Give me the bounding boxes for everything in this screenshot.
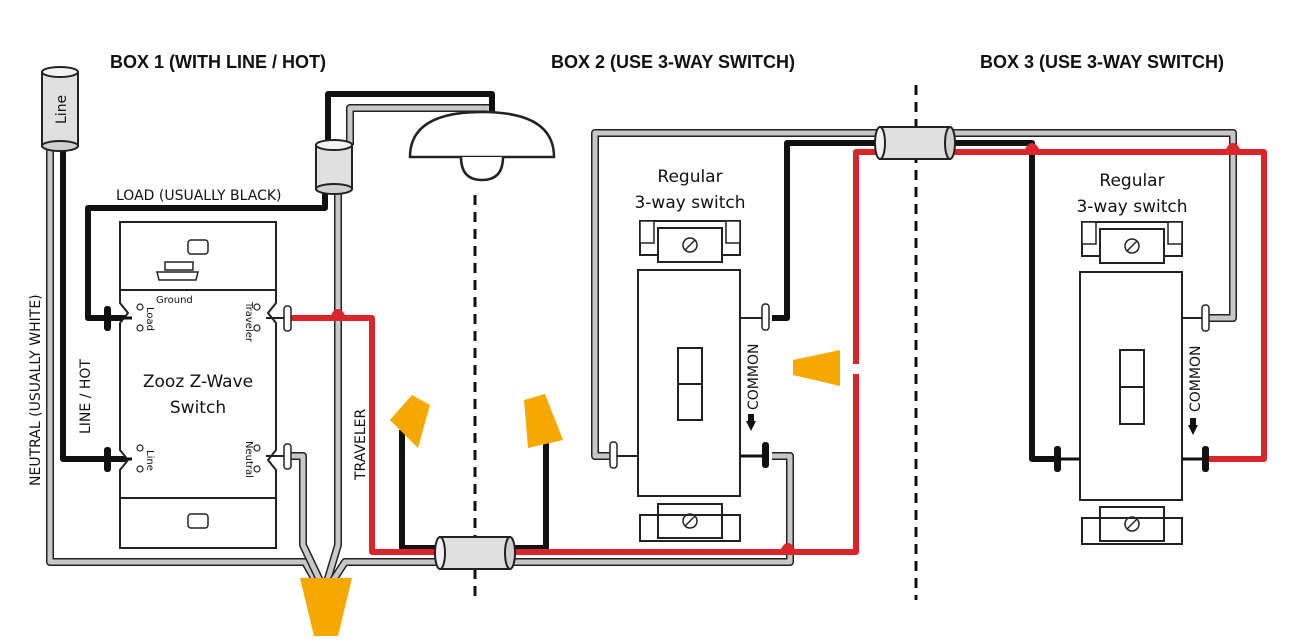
zooz-name-line2: Switch [170, 398, 226, 418]
neutral-wire-label: NEUTRAL (USUALLY WHITE) [28, 294, 44, 486]
screw-terminal-icon [104, 305, 292, 472]
wire-nut-icon-bottom [300, 578, 352, 636]
load-wire-label: LOAD (USUALLY BLACK) [116, 188, 282, 204]
box3-3way-switch [1054, 221, 1210, 545]
zooz-traveler-terminal-label: Traveler [243, 301, 254, 343]
box2-switch-label-line2: 3-way switch [634, 193, 745, 213]
traveler-wires [290, 143, 1267, 555]
zooz-neutral-terminal-label: Neutral [243, 441, 254, 478]
box3-common-label: COMMON [1188, 346, 1204, 412]
zooz-switch [119, 221, 277, 549]
line-cable-label: Line [54, 95, 70, 124]
line-hot-wire-label: LINE / HOT [78, 359, 94, 434]
box2-common-label: COMMON [746, 344, 762, 410]
ceiling-light-icon [408, 110, 556, 182]
box2-3way-switch [609, 220, 770, 542]
zooz-load-terminal-label: Load [144, 307, 155, 331]
box3-switch-label-line1: Regular [1099, 171, 1164, 191]
zooz-line-terminal-label: Line [144, 450, 155, 471]
zooz-ground-label: Ground [156, 295, 193, 306]
load-cable-sheath-icon [315, 139, 353, 195]
zooz-name-line1: Zooz Z-Wave [143, 372, 253, 392]
box2-heading: BOX 2 (USE 3-WAY SWITCH) [551, 52, 795, 72]
box3-heading: BOX 3 (USE 3-WAY SWITCH) [980, 52, 1224, 72]
traveler-cable-sheath-icon [434, 536, 516, 570]
traveler-wire-label: TRAVELER [353, 409, 369, 481]
line-cable-sheath-icon [41, 66, 79, 152]
wire-nut-icon-right-traveler [524, 394, 563, 448]
box1-heading: BOX 1 (WITH LINE / HOT) [110, 52, 326, 72]
wire-nut-icon-left-traveler [390, 395, 430, 448]
box2-box3-cable-sheath-icon [874, 126, 956, 160]
box3-switch-label-line2: 3-way switch [1076, 197, 1187, 217]
hot-wires [60, 91, 1060, 551]
wire-nut-icon-box2 [793, 350, 840, 386]
box2-switch-label-line1: Regular [657, 167, 722, 187]
